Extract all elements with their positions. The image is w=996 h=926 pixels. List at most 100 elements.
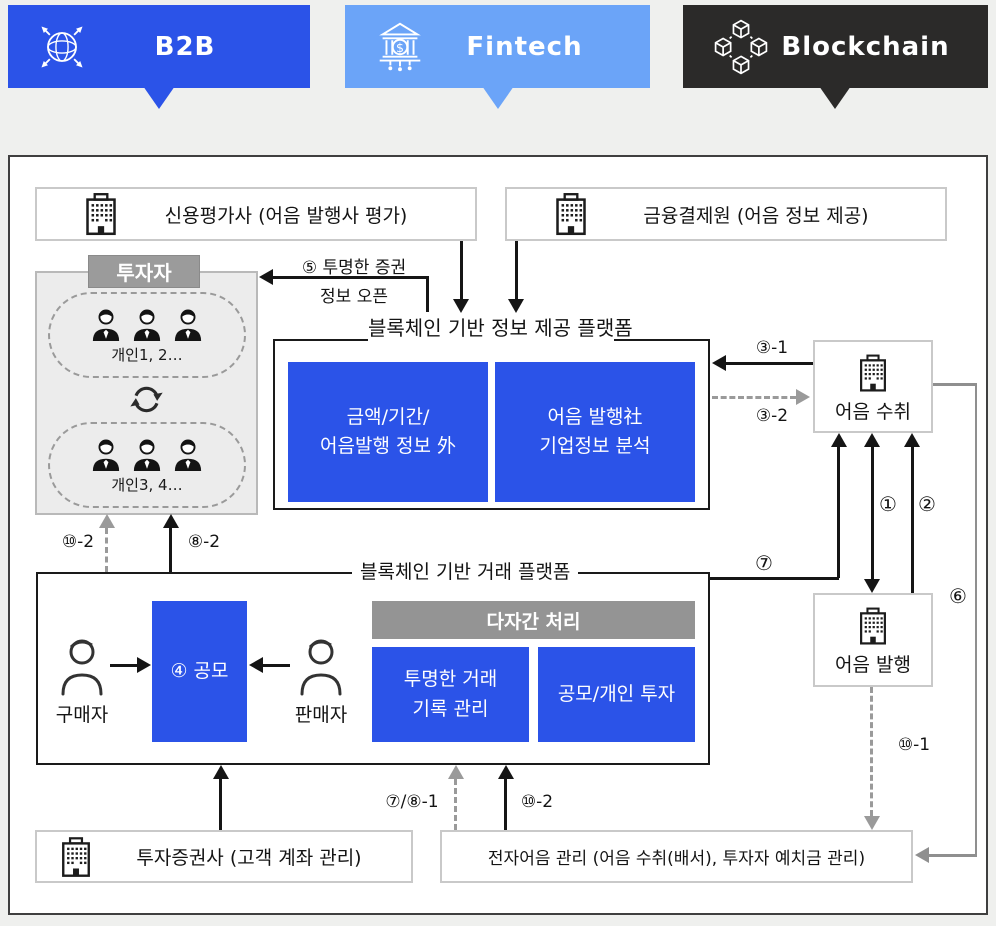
arrow-10-2-investor-line	[105, 528, 108, 572]
flow-3-2-label: ③-2	[755, 406, 789, 426]
ebill-management-label: 전자어음 관리 (어음 수취(배서), 투자자 예치금 관리)	[487, 849, 866, 869]
arrow-6-line-top	[933, 383, 977, 386]
investor-group-1: 개인1, 2…	[48, 292, 246, 378]
arrow-7-8-1-head	[448, 765, 464, 779]
tab-b2b: B2B	[8, 5, 310, 88]
multiparty-bar: 다자간 처리	[372, 601, 695, 639]
person-icon	[173, 438, 203, 472]
person-icon	[132, 308, 162, 342]
tab-blockchain: Blockchain	[683, 5, 988, 88]
arrow-10-2-bottom-line	[504, 779, 507, 830]
arrow-10-2-investor-head	[99, 514, 115, 528]
arrow-7-line-v	[837, 446, 840, 578]
arrow-1-line	[871, 446, 874, 580]
arrow-1-head-up	[864, 433, 880, 447]
bill-receive-box: 어음 수취	[813, 340, 933, 433]
investor-group-1-label: 개인1, 2…	[111, 345, 183, 364]
arrow-10-2-bottom-head	[498, 765, 514, 779]
securities-box: 투자증권사 (고객 계좌 관리)	[35, 830, 413, 883]
person-icon	[91, 308, 121, 342]
flow-10-2-investor-label: ⑩-2	[61, 532, 95, 552]
globe-network-icon	[34, 19, 90, 75]
tab-fintech-pointer	[482, 86, 514, 109]
arrow-6-head	[915, 847, 929, 863]
clearing-house-box: 금융결제원 (어음 정보 제공)	[505, 187, 947, 241]
credit-rating-label: 신용평가사 (어음 발행사 평가)	[164, 204, 408, 227]
tab-fintech: Fintech	[345, 5, 650, 88]
arrow-6-line-bottom	[928, 854, 977, 857]
person-icon	[173, 308, 203, 342]
info-platform-title: 블록체인 기반 정보 제공 플랫폼	[368, 315, 633, 341]
investor-title: 투자자	[116, 261, 172, 285]
credit-rating-box: 신용평가사 (어음 발행사 평가)	[35, 187, 477, 241]
person-icon	[132, 438, 162, 472]
arrow-securities-up-head	[213, 765, 229, 779]
trade-platform-title: 블록체인 기반 거래 플랫폼	[352, 559, 579, 585]
investor-group-2: 개인3, 4…	[48, 422, 246, 508]
building-icon	[83, 192, 119, 236]
bill-receive-label: 어음 수취	[835, 400, 911, 423]
arrow-8-2-line	[169, 528, 172, 572]
flow-5-label-line1: ⑤ 투명한 증권	[301, 258, 407, 278]
arrow-3-2-line	[712, 396, 796, 399]
info-platform-item-amount: 금액/기간/ 어음발행 정보 外	[288, 362, 488, 502]
seller-icon	[297, 636, 345, 696]
securities-label: 투자증권사 (고객 계좌 관리)	[136, 847, 362, 869]
bill-issue-label: 어음 발행	[835, 654, 911, 676]
arrow-buyer-line	[110, 664, 137, 667]
flow-7-8-1-label: ⑦/⑧-1	[385, 792, 439, 812]
arrow-6-line-v	[974, 383, 977, 856]
arrow-buyer-head	[137, 657, 151, 673]
arrow-3-2-head	[796, 389, 810, 405]
tab-fintech-label: Fintech	[466, 31, 583, 62]
investor-group-1-people	[91, 308, 203, 342]
building-icon	[857, 354, 889, 392]
tab-b2b-label: B2B	[154, 31, 216, 62]
flow-2-label: ②	[914, 492, 940, 516]
investor-title-tag: 투자자	[88, 255, 200, 288]
arrow-5-head	[259, 269, 273, 285]
arrow-5-line-v	[426, 276, 429, 312]
arrow-credit-down-line	[460, 241, 463, 301]
arrow-2-head	[904, 433, 920, 447]
bill-issue-box: 어음 발행	[813, 593, 933, 687]
flow-10-1-label: ⑩-1	[897, 735, 931, 755]
clearing-house-label: 금융결제원 (어음 정보 제공)	[643, 204, 869, 227]
trade-platform-item-records: 투명한 거래 기록 관리	[372, 647, 529, 742]
person-icon	[91, 438, 121, 472]
arrow-clearing-down-line	[515, 241, 518, 301]
tab-blockchain-pointer	[819, 86, 851, 109]
building-icon	[857, 607, 889, 645]
arrow-seller-line	[263, 664, 290, 667]
arrow-seller-head	[249, 657, 263, 673]
tab-b2b-pointer	[143, 86, 175, 109]
arrow-securities-up-line	[219, 779, 222, 830]
flow-1-label: ①	[875, 492, 901, 516]
seller-label: 판매자	[294, 704, 348, 726]
arrow-1-head-down	[864, 579, 880, 593]
arrow-7-head	[831, 433, 847, 447]
arrow-credit-down-head	[453, 299, 469, 313]
arrow-5-line-h	[272, 276, 428, 279]
buyer-label: 구매자	[55, 704, 109, 726]
arrow-clearing-down-head	[508, 299, 524, 313]
arrow-7-8-1-line	[454, 779, 457, 830]
building-icon	[59, 836, 93, 878]
cycle-icon	[128, 381, 165, 418]
ebill-management-box: 전자어음 관리 (어음 수취(배서), 투자자 예치금 관리)	[440, 830, 913, 883]
info-platform-item-issuer-analysis: 어음 발행社 기업정보 분석	[495, 362, 695, 502]
flow-7-label: ⑦	[750, 551, 778, 575]
arrow-3-1-head	[712, 355, 726, 371]
buyer-icon	[58, 636, 106, 696]
tab-blockchain-label: Blockchain	[781, 31, 950, 62]
arrow-2-line	[911, 446, 914, 593]
bank-icon	[371, 18, 429, 76]
blockchain-cubes-icon	[709, 18, 773, 76]
building-icon	[553, 192, 589, 236]
arrow-8-2-head	[163, 514, 179, 528]
arrow-7-line-h	[710, 577, 839, 580]
flow-10-2-bottom-label: ⑩-2	[520, 792, 554, 812]
investor-group-2-label: 개인3, 4…	[111, 475, 183, 494]
flow-8-2-label: ⑧-2	[187, 532, 221, 552]
